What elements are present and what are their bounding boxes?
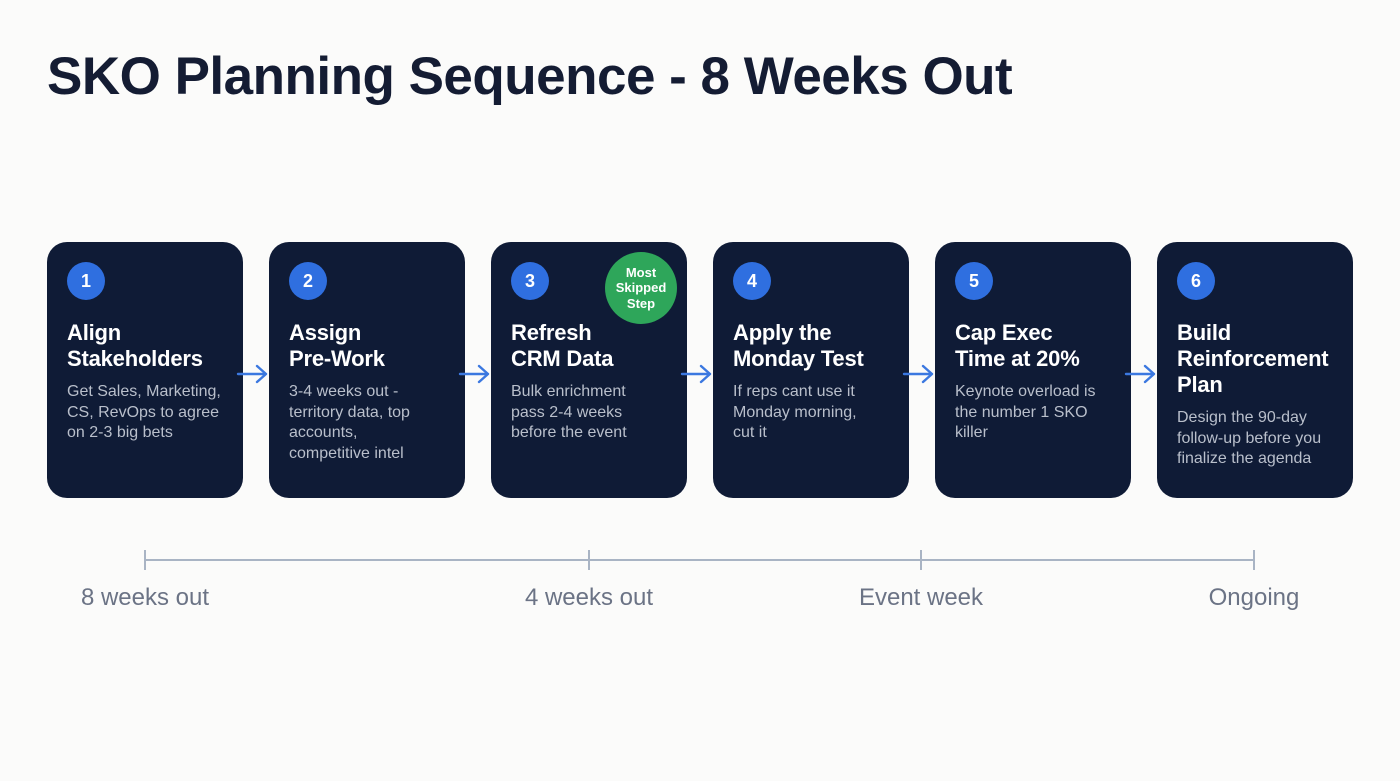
step-title: Align Stakeholders	[67, 320, 203, 371]
step-number-badge: 2	[289, 262, 327, 300]
step-card-4: 4 Apply the Monday Test If reps cant use…	[713, 242, 909, 498]
step-number-badge: 5	[955, 262, 993, 300]
step-number-badge: 1	[67, 262, 105, 300]
timeline-label: Ongoing	[1208, 584, 1300, 611]
page-title: SKO Planning Sequence - 8 Weeks Out	[47, 47, 1013, 106]
step-title: Assign Pre-Work	[289, 320, 385, 371]
step-number-badge: 6	[1177, 262, 1215, 300]
step-title: Build Reinforcement Plan	[1177, 320, 1329, 397]
most-skipped-badge: Most Skipped Step	[605, 252, 677, 324]
step-card-5: 5 Cap Exec Time at 20% Keynote overload …	[935, 242, 1131, 498]
step-number-badge: 4	[733, 262, 771, 300]
step-title: Refresh CRM Data	[511, 320, 614, 371]
timeline-label: Event week	[858, 584, 984, 611]
arrow-right-icon	[902, 364, 934, 384]
timeline-label: 8 weeks out	[80, 584, 210, 611]
step-card-3: 3 Most Skipped Step Refresh CRM Data Bul…	[491, 242, 687, 498]
step-description: Bulk enrichment pass 2-4 weeks before th…	[511, 383, 627, 441]
arrow-right-icon	[236, 364, 268, 384]
arrow-right-icon	[458, 364, 490, 384]
step-card-1: 1 Align Stakeholders Get Sales, Marketin…	[47, 242, 243, 498]
step-description: Design the 90-day follow-up before you f…	[1177, 409, 1322, 467]
step-number-badge: 3	[511, 262, 549, 300]
step-description: Keynote overload is the number 1 SKO kil…	[955, 383, 1096, 441]
arrow-right-icon	[1124, 364, 1156, 384]
step-title: Cap Exec Time at 20%	[955, 320, 1080, 371]
step-card-2: 2 Assign Pre-Work 3-4 weeks out - territ…	[269, 242, 465, 498]
step-title: Apply the Monday Test	[733, 320, 864, 371]
timeline-label: 4 weeks out	[524, 584, 654, 611]
arrow-right-icon	[680, 364, 712, 384]
step-description: 3-4 weeks out - territory data, top acco…	[289, 383, 410, 462]
step-card-6: 6 Build Reinforcement Plan Design the 90…	[1157, 242, 1353, 498]
step-description: If reps cant use it Monday morning, cut …	[733, 383, 857, 441]
step-description: Get Sales, Marketing, CS, RevOps to agre…	[67, 383, 221, 441]
